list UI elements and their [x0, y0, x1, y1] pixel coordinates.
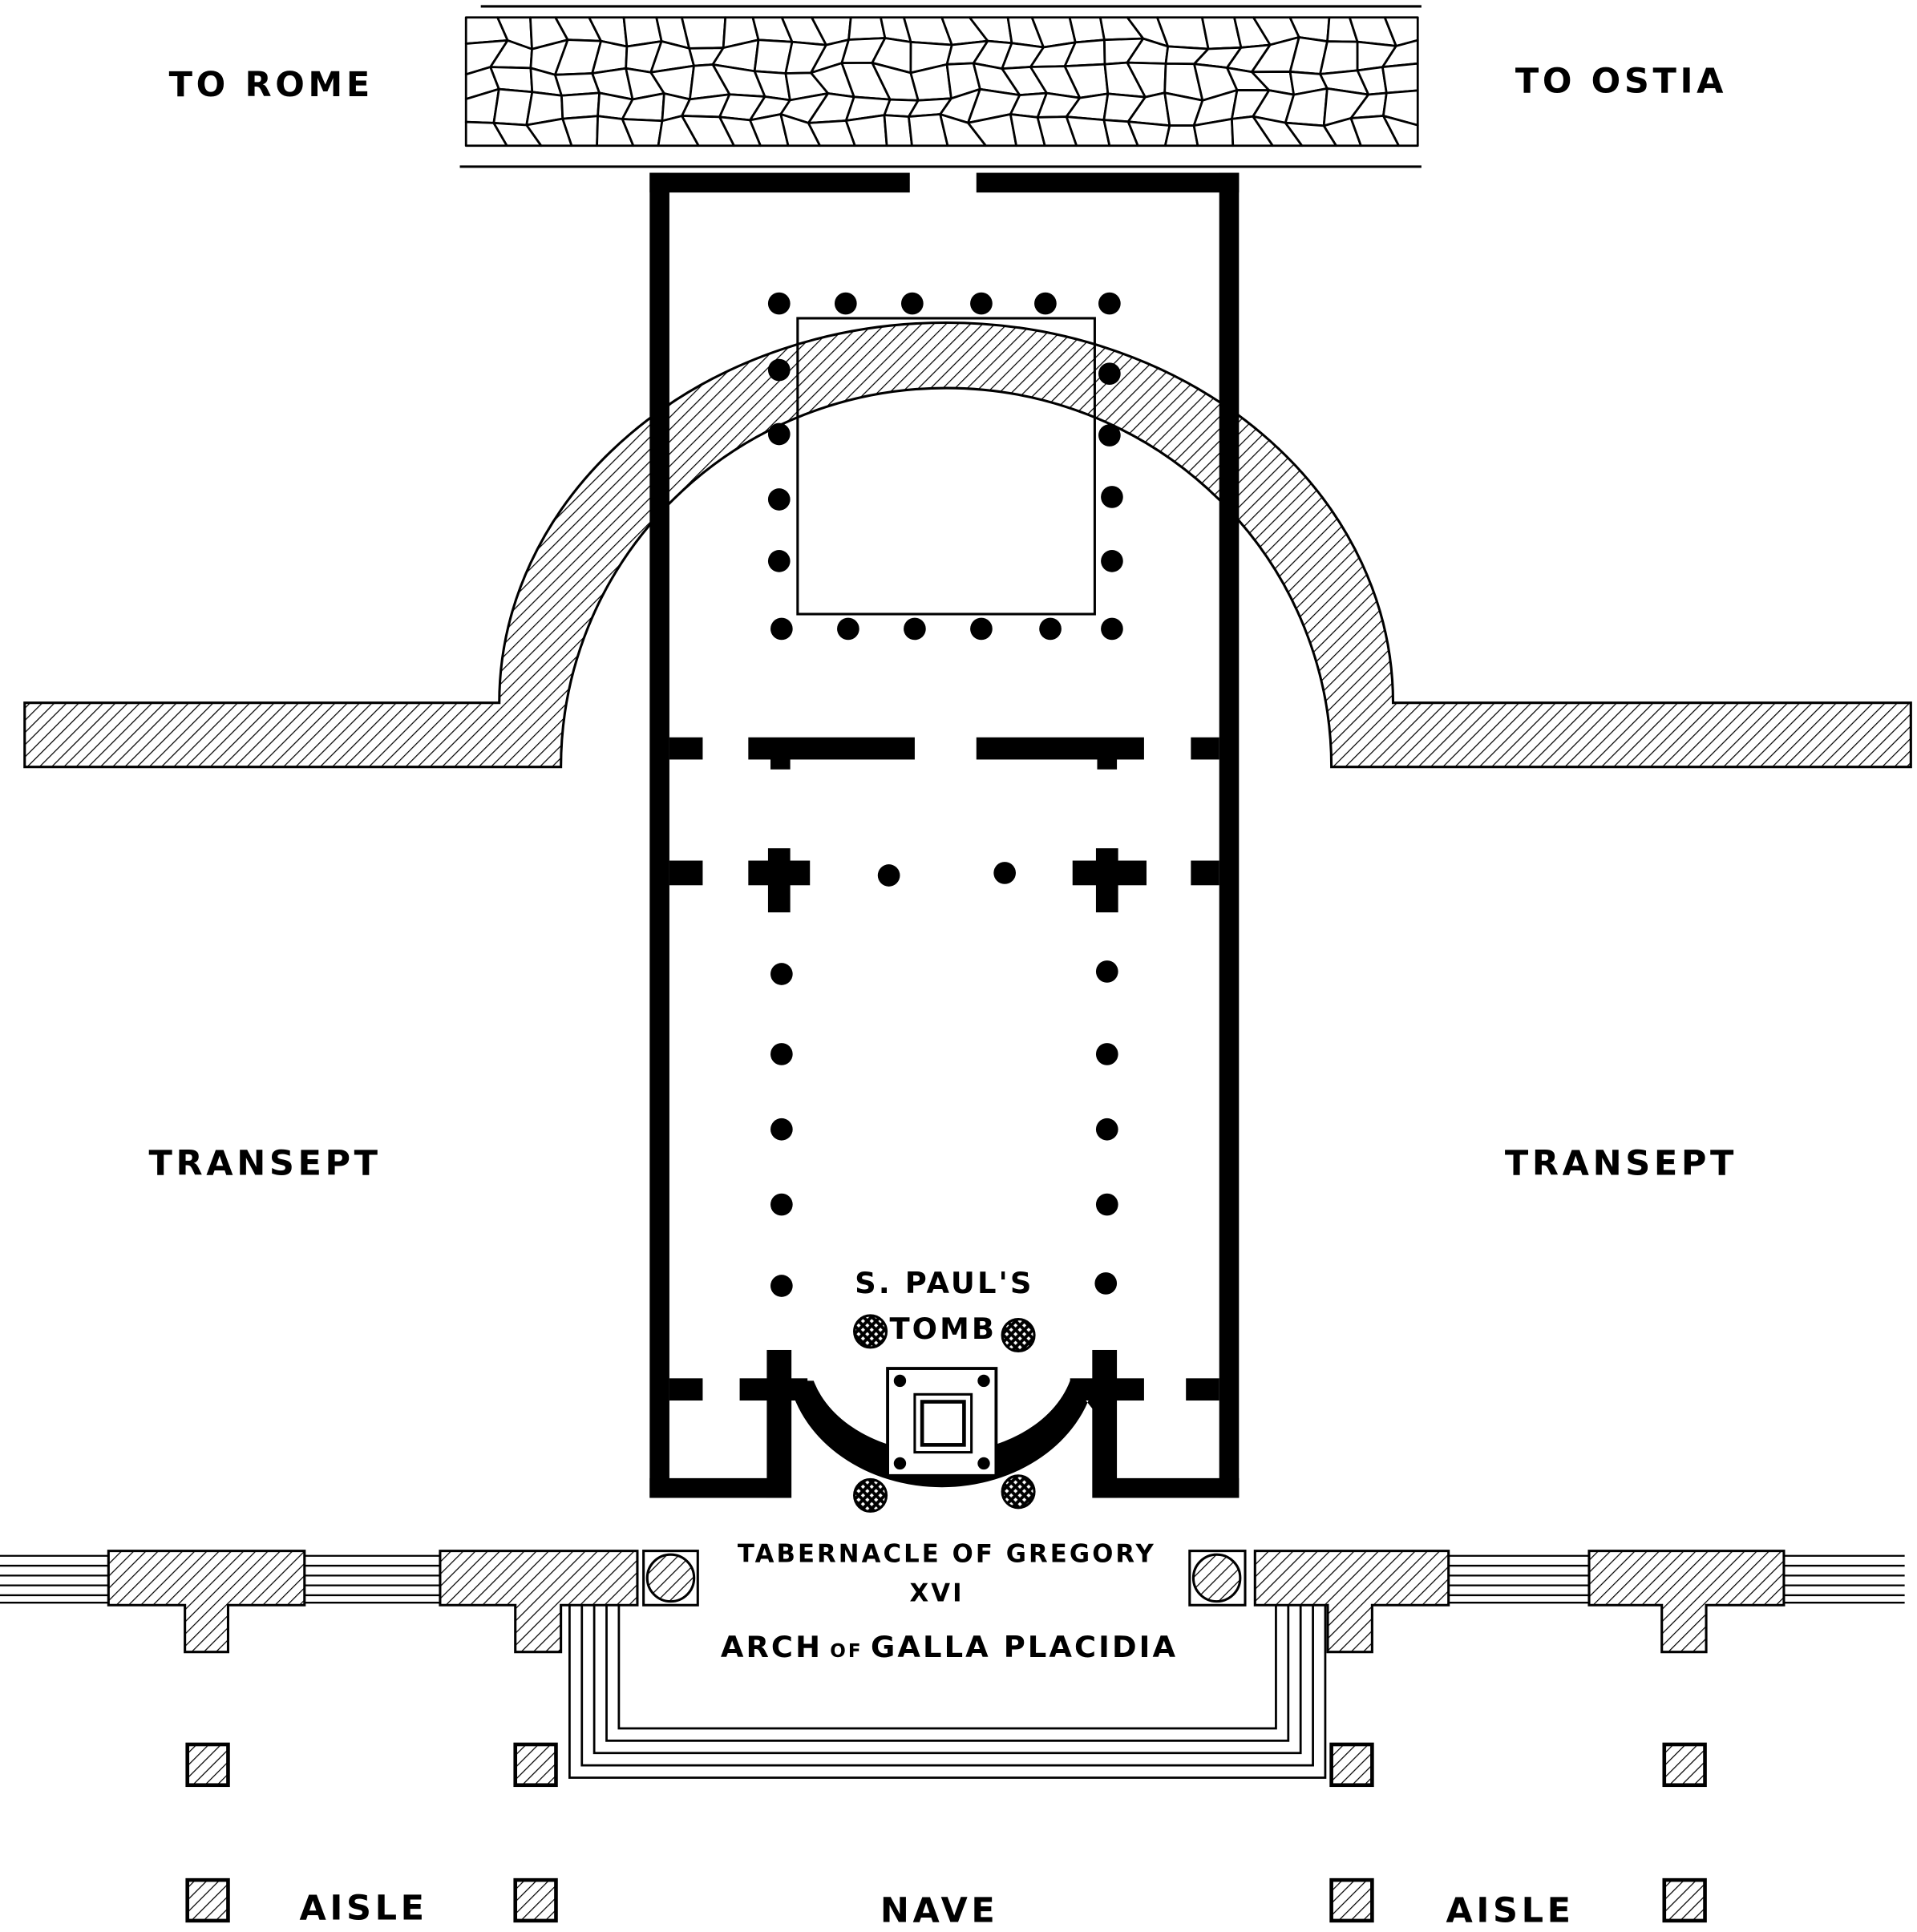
transept-right-label: TRANSEPT	[1505, 1144, 1737, 1184]
column-dot	[1039, 617, 1062, 641]
nave-piers	[185, 1742, 1707, 1923]
column-dot	[1098, 424, 1121, 447]
galla-placidia-word: GALLA PLACIDIA	[871, 1630, 1178, 1664]
column-dot	[1095, 1193, 1118, 1216]
column-dot	[767, 488, 791, 511]
step-line	[617, 1605, 1277, 1730]
column-dot	[904, 617, 926, 641]
arcade-lines	[0, 1554, 1905, 1604]
step-line	[568, 1605, 1327, 1779]
column-dot	[1101, 486, 1123, 508]
apse	[669, 1349, 1219, 1498]
column-dot	[1034, 292, 1057, 315]
to-ostia-label: TO OSTIA	[1515, 62, 1727, 102]
column-dot	[901, 292, 924, 315]
paving-stone	[681, 16, 727, 50]
paving-stone	[847, 16, 887, 41]
pier	[185, 1877, 230, 1923]
pier	[513, 1877, 558, 1923]
step-line	[592, 1605, 1302, 1755]
paving-stone	[1381, 62, 1419, 95]
transept-left-label: TRANSEPT	[149, 1144, 382, 1184]
cross-wall	[669, 737, 1219, 913]
of-word: OF	[830, 1641, 863, 1662]
column-dot	[1095, 960, 1118, 983]
column-dot	[970, 617, 993, 641]
column-dot	[993, 862, 1016, 884]
paving-stone	[1068, 16, 1106, 44]
road	[459, 5, 1422, 168]
aisle-right-label: AISLE	[1446, 1890, 1574, 1930]
pier	[513, 1742, 558, 1788]
hatched-arch-wall	[23, 321, 1912, 769]
aisle-left-label: AISLE	[299, 1888, 427, 1928]
pier	[1662, 1742, 1707, 1788]
column-dot	[767, 550, 791, 572]
tabernacle-label-line2: XVI	[909, 1579, 964, 1608]
column-dot	[970, 292, 993, 315]
pier	[1329, 1742, 1374, 1788]
column-dot	[837, 617, 859, 641]
column-dot	[770, 1193, 793, 1216]
nave-label: NAVE	[880, 1890, 999, 1930]
column-dot	[1094, 1272, 1118, 1295]
paving-stone	[883, 114, 913, 148]
column-dot	[877, 864, 900, 887]
column-dot	[770, 963, 793, 985]
column-dot	[834, 292, 857, 315]
column-dot	[770, 1043, 793, 1065]
column-dot	[767, 422, 791, 446]
paving-stone	[1163, 124, 1199, 148]
arch-word: ARCH	[721, 1630, 823, 1664]
column-dot	[770, 1275, 793, 1297]
church-walls	[649, 172, 1240, 1498]
tomb-label-line2: TOMB	[889, 1312, 997, 1346]
arcade-piers	[107, 1550, 1786, 1654]
colonnade	[767, 292, 1123, 1297]
to-rome-label: TO ROME	[169, 65, 374, 105]
road-paving-stones	[464, 16, 1419, 148]
pier	[1662, 1877, 1707, 1923]
column-dot	[1098, 362, 1121, 386]
column-dot	[1101, 550, 1123, 572]
tomb-label-line1: S. PAUL'S	[855, 1266, 1034, 1300]
column-dot	[767, 358, 791, 382]
tomb-tabernacle	[886, 1367, 998, 1477]
arch-of-galla-placidia-label: ARCH OF GALLA PLACIDIA	[721, 1630, 1178, 1664]
column-dot	[767, 292, 791, 315]
column-dot	[770, 1118, 793, 1141]
column-dot	[1101, 617, 1123, 641]
atrium-square	[796, 317, 1096, 616]
tabernacle-label-line1: TABERNACLE OF GREGORY	[738, 1539, 1156, 1568]
pier	[1329, 1877, 1374, 1923]
step-line	[605, 1605, 1290, 1742]
pier	[185, 1742, 230, 1788]
paving-stone	[560, 91, 601, 120]
paving-stone	[1319, 40, 1359, 75]
altar-steps	[568, 1605, 1327, 1779]
column-dot	[1095, 1118, 1118, 1141]
crosshatched-columns	[853, 1314, 1036, 1513]
paving-stone	[1382, 115, 1419, 148]
paving-stone	[844, 114, 888, 148]
column-dot	[1095, 1043, 1118, 1065]
arch-column-bases	[642, 1550, 1247, 1607]
column-dot	[770, 617, 793, 641]
column-dot	[1098, 292, 1121, 315]
step-line	[580, 1605, 1314, 1767]
